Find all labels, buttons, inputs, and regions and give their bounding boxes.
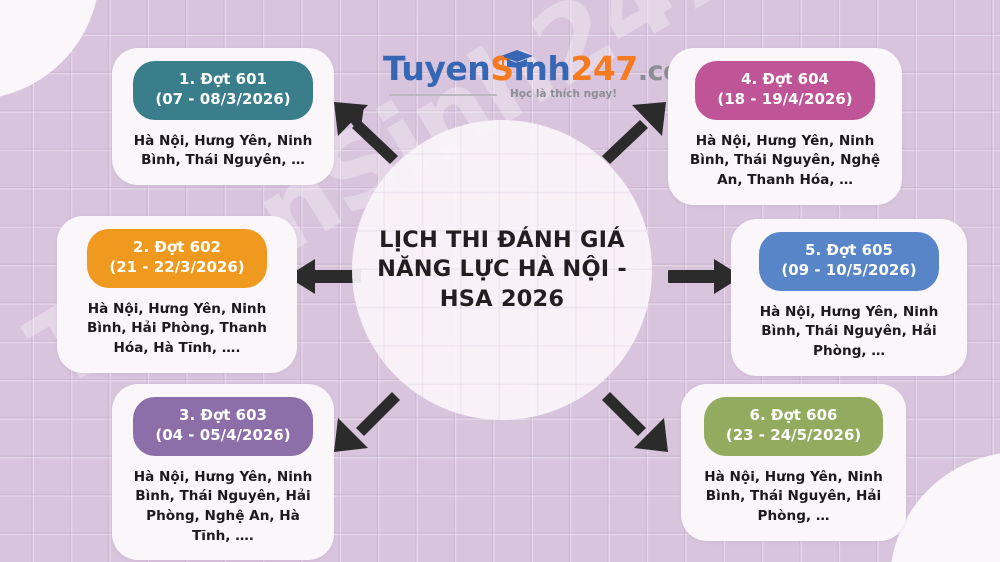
brand-logo-text: TuyenSinh247.com — [383, 49, 709, 88]
arrow-to-card-2 — [285, 255, 361, 299]
card-title-601: 1. Đợt 601 — [179, 70, 267, 88]
card-locations-603: Hà Nội, Hưng Yên, Ninh Bình, Thái Nguyên… — [133, 468, 313, 544]
card-header-602: 2. Đợt 602 (21 - 22/3/2026) — [87, 229, 267, 288]
card-header-606: 6. Đợt 606 (23 - 24/5/2026) — [703, 397, 884, 456]
card-dot-605[interactable]: 5. Đợt 605 (09 - 10/5/2026) Hà Nội, Hưng… — [731, 219, 967, 376]
card-dates-604: (18 - 19/4/2026) — [717, 89, 853, 108]
card-title-604: 4. Đợt 604 — [741, 70, 829, 88]
card-dot-601[interactable]: 1. Đợt 601 (07 - 08/3/2026) Hà Nội, Hưng… — [112, 48, 334, 185]
card-dot-604[interactable]: 4. Đợt 604 (18 - 19/4/2026) Hà Nội, Hưng… — [668, 48, 902, 205]
tagline-rule — [389, 94, 497, 96]
card-title-606: 6. Đợt 606 — [749, 406, 838, 424]
graduation-cap-icon — [500, 42, 534, 68]
card-locations-601: Hà Nội, Hưng Yên, Ninh Bình, Thái Nguyên… — [133, 132, 313, 169]
card-dates-605: (09 - 10/5/2026) — [781, 260, 917, 279]
card-dates-603: (04 - 05/4/2026) — [155, 425, 291, 444]
brand-logo: TuyenSinh247.com Học là thích ngay! — [383, 49, 709, 110]
card-header-601: 1. Đợt 601 (07 - 08/3/2026) — [133, 61, 313, 120]
arrow-to-card-1 — [330, 100, 402, 166]
card-header-605: 5. Đợt 605 (09 - 10/5/2026) — [759, 232, 939, 291]
card-title-603: 3. Đợt 603 — [179, 406, 267, 424]
card-title-602: 2. Đợt 602 — [133, 238, 221, 256]
center-hub-grid — [352, 120, 652, 420]
card-header-604: 4. Đợt 604 (18 - 19/4/2026) — [695, 61, 875, 120]
logo-part-247: 247 — [570, 49, 638, 88]
card-dot-602[interactable]: 2. Đợt 602 (21 - 22/3/2026) Hà Nội, Hưng… — [57, 216, 297, 373]
card-header-603: 3. Đợt 603 (04 - 05/4/2026) — [133, 397, 313, 456]
card-locations-605: Hà Nội, Hưng Yên, Ninh Bình, Thái Nguyên… — [759, 303, 939, 359]
card-locations-606: Hà Nội, Hưng Yên, Ninh Bình, Thái Nguyên… — [704, 468, 883, 524]
logo-part-tuyen: Tuyen — [383, 49, 491, 88]
arrow-to-card-6 — [600, 390, 672, 456]
card-dates-601: (07 - 08/3/2026) — [155, 89, 291, 108]
card-locations-602: Hà Nội, Hưng Yên, Ninh Bình, Hải Phòng, … — [87, 300, 267, 356]
page-title: LỊCH THI ĐÁNH GIÁ NĂNG LỰC HÀ NỘI - HSA … — [377, 227, 627, 312]
center-hub: LỊCH THI ĐÁNH GIÁ NĂNG LỰC HÀ NỘI - HSA … — [352, 120, 652, 420]
card-dates-606: (23 - 24/5/2026) — [725, 425, 862, 444]
card-dates-602: (21 - 22/3/2026) — [109, 257, 245, 276]
card-dot-606[interactable]: 6. Đợt 606 (23 - 24/5/2026) Hà Nội, Hưng… — [681, 384, 906, 541]
tagline-text: Học là thích ngay! — [509, 88, 617, 100]
brand-tagline: Học là thích ngay! — [383, 88, 623, 100]
arrow-to-card-4 — [598, 100, 670, 166]
arrow-to-card-5 — [668, 255, 744, 299]
card-title-605: 5. Đợt 605 — [805, 241, 893, 259]
arrow-to-card-3 — [330, 390, 402, 456]
card-locations-604: Hà Nội, Hưng Yên, Ninh Bình, Thái Nguyên… — [689, 132, 881, 188]
card-dot-603[interactable]: 3. Đợt 603 (04 - 05/4/2026) Hà Nội, Hưng… — [112, 384, 334, 561]
